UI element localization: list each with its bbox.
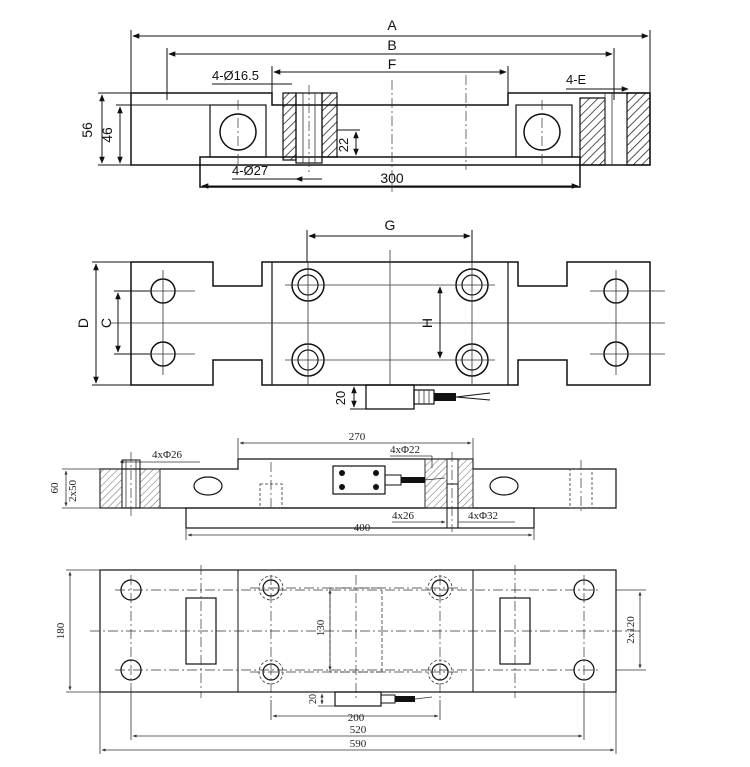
dim-520-label: 520 [350, 724, 367, 736]
dim-22-label: 22 [336, 138, 351, 152]
view3-base-plate [185, 507, 535, 529]
view3-connector-plate [332, 465, 386, 495]
dim-590-label: 590 [350, 738, 367, 750]
dim-20-label-v2: 20 [333, 391, 348, 405]
view4-top-view: 180 130 2x120 20 200 520 590 [55, 565, 646, 754]
dim-2x50-label: 2x50 [67, 480, 79, 503]
section-hatch-right-a [579, 97, 606, 166]
dim-4E-label: 4-E [566, 72, 587, 87]
dim-4x26-bot-label: 4x26 [392, 510, 415, 522]
dim-C-label: C [98, 318, 114, 328]
load-cell-body-outline [130, 92, 651, 166]
cable [434, 393, 456, 401]
section-hatch-right-b [626, 92, 651, 166]
dim-4x22-label: 4xΦ22 [390, 444, 420, 456]
dim-G-label: G [385, 217, 396, 233]
dim-180-label: 180 [55, 622, 67, 639]
view3-side-section: 270 4xΦ22 4xΦ26 [49, 431, 617, 540]
dim-4x32-label: 4xΦ32 [468, 510, 498, 522]
dim-bolt-hole-label: 4-Ø16.5 [212, 68, 259, 83]
top-view-body-outline [130, 261, 651, 386]
dim-300-label: 300 [380, 170, 404, 186]
dim-200-label: 200 [348, 712, 365, 724]
dim-400-label: 400 [354, 522, 371, 534]
dim-20-label-v4: 20 [308, 694, 319, 704]
section-hatch-left-a [282, 92, 297, 161]
dim-B-label: B [387, 37, 396, 53]
dim-H-label: H [419, 318, 435, 328]
dim-270-label: 270 [349, 431, 366, 443]
dim-4x26-top-label: 4xΦ26 [152, 449, 183, 461]
dim-130-label: 130 [315, 619, 327, 636]
view1-side-section: A B F 4-Ø16.5 [79, 17, 651, 192]
view4-connector [334, 691, 382, 707]
dim-A-label: A [387, 17, 397, 33]
dim-D-label: D [75, 318, 91, 328]
view2-top-view: G D [75, 217, 665, 410]
section-hatch-left-b [321, 92, 338, 158]
dim-counterbore-label: 4-Ø27 [232, 163, 268, 178]
dim-60-label: 60 [49, 482, 61, 494]
dim-46-label: 46 [99, 127, 115, 143]
dim-F-label: F [388, 56, 397, 72]
cable-connector [365, 384, 415, 410]
dim-2x120-label: 2x120 [625, 616, 637, 644]
dim-56-label: 56 [79, 122, 95, 138]
